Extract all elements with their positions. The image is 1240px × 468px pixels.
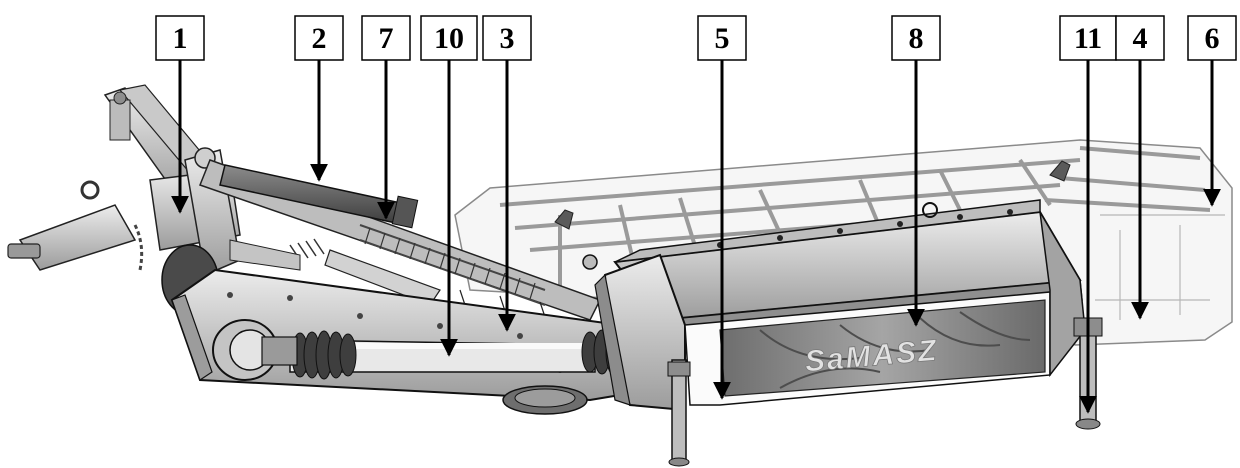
callout-11: 11 bbox=[1059, 15, 1117, 414]
callout-10: 10 bbox=[420, 15, 478, 357]
callout-1-label: 1 bbox=[173, 22, 188, 55]
callout-4-label: 4 bbox=[1133, 22, 1148, 55]
callout-2: 2 bbox=[294, 15, 344, 182]
callout-11-label: 11 bbox=[1074, 22, 1102, 55]
callout-7: 7 bbox=[361, 15, 411, 220]
callout-8: 8 bbox=[891, 15, 941, 327]
callout-5-label: 5 bbox=[715, 22, 730, 55]
callout-6-label: 6 bbox=[1205, 22, 1220, 55]
callout-7-label: 7 bbox=[379, 22, 394, 55]
drive-beam bbox=[170, 268, 647, 415]
callout-8-label: 8 bbox=[909, 22, 924, 55]
callouts: 1 2 7 10 3 5 8 bbox=[155, 15, 1237, 414]
callout-5: 5 bbox=[697, 15, 747, 400]
mower-illustration: SaMASZ bbox=[7, 84, 1233, 467]
callout-3: 3 bbox=[482, 15, 532, 332]
callout-4: 4 bbox=[1115, 15, 1165, 320]
callout-3-label: 3 bbox=[500, 22, 515, 55]
callout-6: 6 bbox=[1187, 15, 1237, 207]
callout-1: 1 bbox=[155, 15, 205, 214]
callout-10-label: 10 bbox=[434, 22, 464, 55]
callout-2-label: 2 bbox=[312, 22, 327, 55]
